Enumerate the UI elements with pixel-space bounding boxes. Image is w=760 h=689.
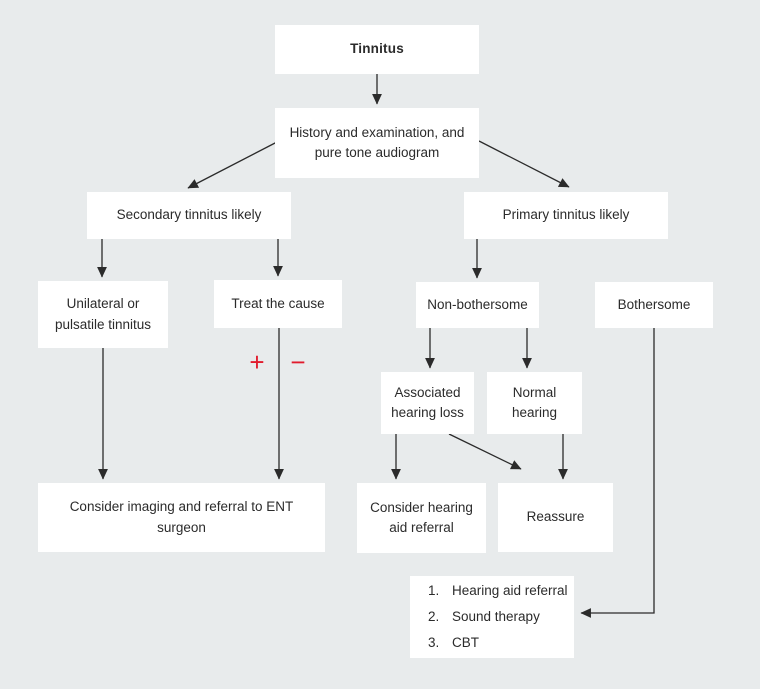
edge-bothersome-to-management-list [580, 328, 655, 618]
plus-icon: + [249, 347, 265, 377]
node-label: Non-bothersome [427, 296, 528, 312]
node-label: Bothersome [617, 296, 691, 312]
node-bothersome: Bothersome [595, 282, 713, 328]
list-item-text: CBT [452, 635, 479, 650]
node-label: Reassure [526, 509, 585, 525]
node-history: History and examination, and pure tone a… [275, 108, 479, 178]
list-item: 1. Hearing aid referral [428, 578, 568, 604]
node-label: Unilateral or pulsatile tinnitus [54, 296, 152, 332]
edge-assoc-to-reassure [448, 433, 522, 470]
node-nonbothersome: Non-bothersome [416, 282, 539, 328]
node-management-list: 1. Hearing aid referral 2. Sound therapy 3. C… [410, 576, 574, 658]
node-label: Treat the cause [231, 295, 325, 311]
list-item-text: Hearing aid referral [452, 583, 568, 598]
node-label: Tinnitus [350, 41, 404, 57]
minus-icon: − [290, 347, 306, 377]
node-assoc: Associated hearing loss [381, 372, 474, 434]
node-secondary: Secondary tinnitus likely [87, 192, 291, 239]
node-label: Associated hearing loss [391, 384, 464, 420]
node-label: History and examination, and pure tone a… [289, 124, 465, 160]
node-label: Normal hearing [511, 384, 558, 420]
node-normal: Normal hearing [487, 372, 582, 434]
node-imaging: Consider imaging and referral to ENT sur… [38, 483, 325, 552]
list-item-number: 2. [428, 609, 440, 624]
list-item-text: Sound therapy [452, 609, 540, 624]
list-item: 2. Sound therapy [428, 604, 540, 630]
edge-history-to-secondary [187, 141, 278, 189]
node-label: Primary tinnitus likely [502, 207, 630, 223]
list-item-number: 3. [428, 635, 440, 650]
list-item: 3. CBT [428, 630, 479, 656]
edge-history-to-primary [478, 140, 570, 188]
node-reassure: Reassure [498, 483, 613, 552]
node-label: Consider imaging and referral to ENT sur… [69, 499, 294, 535]
node-label: Consider hearing aid referral [370, 499, 473, 535]
node-unilateral: Unilateral or pulsatile tinnitus [38, 281, 168, 348]
list-item-number: 1. [428, 583, 440, 598]
node-label: Secondary tinnitus likely [116, 207, 262, 223]
node-tinnitus: Tinnitus [275, 25, 479, 74]
node-treat: Treat the cause [214, 280, 342, 328]
node-hearing-aid: Consider hearing aid referral [357, 483, 486, 553]
node-primary: Primary tinnitus likely [464, 192, 668, 239]
